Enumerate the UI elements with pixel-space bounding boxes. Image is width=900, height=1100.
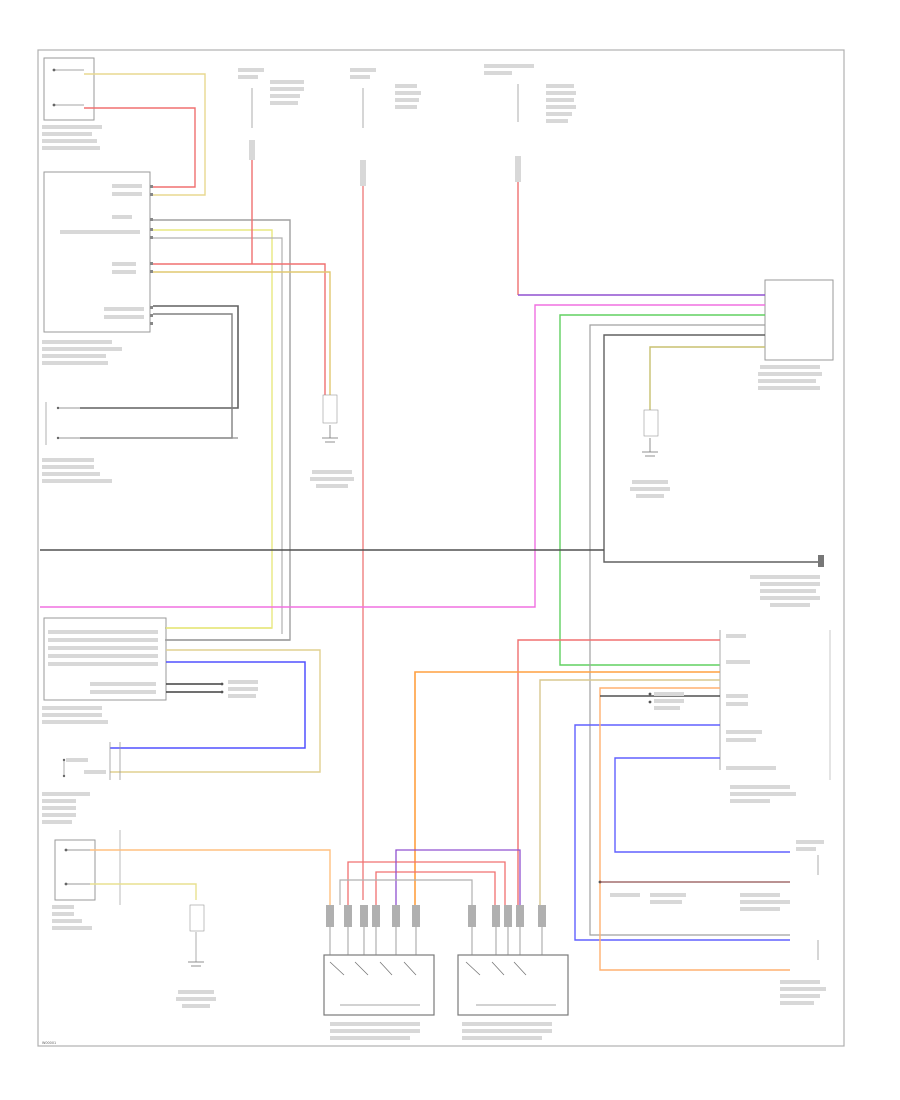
front-control-module bbox=[719, 630, 831, 803]
wire-dark-2 bbox=[80, 313, 233, 439]
wire-pink-top bbox=[40, 304, 765, 608]
rear-headlight-control-module bbox=[42, 617, 167, 724]
wire-red-loop-2 bbox=[375, 871, 496, 905]
headlight-range-control-module bbox=[42, 171, 151, 365]
wire-purple-loop bbox=[395, 849, 521, 905]
wire-tan-lower bbox=[110, 649, 321, 773]
switch-connectors bbox=[326, 905, 546, 927]
right-switch-assembly bbox=[457, 954, 569, 1040]
wire-tan-lower-right bbox=[539, 679, 720, 905]
data-bus-connector bbox=[750, 555, 824, 607]
wire-dark-1 bbox=[80, 305, 239, 409]
wire-red-2 bbox=[153, 263, 326, 395]
wire-orange-lower-right bbox=[414, 671, 720, 905]
instrument-cluster-module bbox=[758, 279, 834, 390]
module-pins bbox=[150, 185, 153, 325]
ground-g1 bbox=[310, 394, 354, 488]
wire-gray-2 bbox=[153, 237, 283, 634]
right-lower-components bbox=[598, 840, 826, 1005]
wire-blue-lower-right bbox=[574, 724, 790, 941]
left-xenon-headlight-module bbox=[42, 57, 102, 150]
fuse-3 bbox=[484, 64, 576, 182]
fuse-1 bbox=[238, 68, 304, 160]
automatic-headlight-sensor bbox=[42, 792, 121, 930]
wire-green-top bbox=[559, 314, 765, 666]
wire-dark-top bbox=[603, 334, 820, 563]
wire-blue-lower bbox=[110, 661, 306, 749]
wire-orange-sensor bbox=[90, 849, 331, 905]
ground-g5 bbox=[648, 692, 684, 710]
wire-gray-loop bbox=[339, 879, 473, 905]
page-label: W00001 bbox=[42, 1041, 56, 1045]
wire-gray-top bbox=[589, 324, 790, 936]
headlight-range-switch bbox=[62, 742, 121, 780]
ground-g2 bbox=[630, 409, 670, 498]
left-switch-assembly bbox=[323, 954, 435, 1040]
wire-red-loop bbox=[347, 861, 506, 905]
ground-g3 bbox=[220, 680, 258, 698]
right-xenon-headlight bbox=[42, 402, 112, 483]
wire-blue-lower-right-2 bbox=[614, 757, 790, 853]
wire-tan-2 bbox=[153, 271, 331, 395]
wire-gray-1 bbox=[153, 219, 291, 641]
wire-red-lower-right bbox=[517, 639, 720, 905]
wire-yellow-1 bbox=[153, 229, 273, 629]
fuse-2 bbox=[350, 68, 421, 186]
wire-orange-to-right bbox=[599, 687, 790, 971]
ground-g4 bbox=[176, 904, 216, 1008]
wire-tan-top bbox=[84, 73, 206, 196]
diagram-frame bbox=[37, 49, 845, 1047]
wire-olive-top bbox=[649, 346, 765, 410]
wire-tan-sensor bbox=[90, 883, 197, 900]
wire-red-top bbox=[84, 107, 196, 188]
